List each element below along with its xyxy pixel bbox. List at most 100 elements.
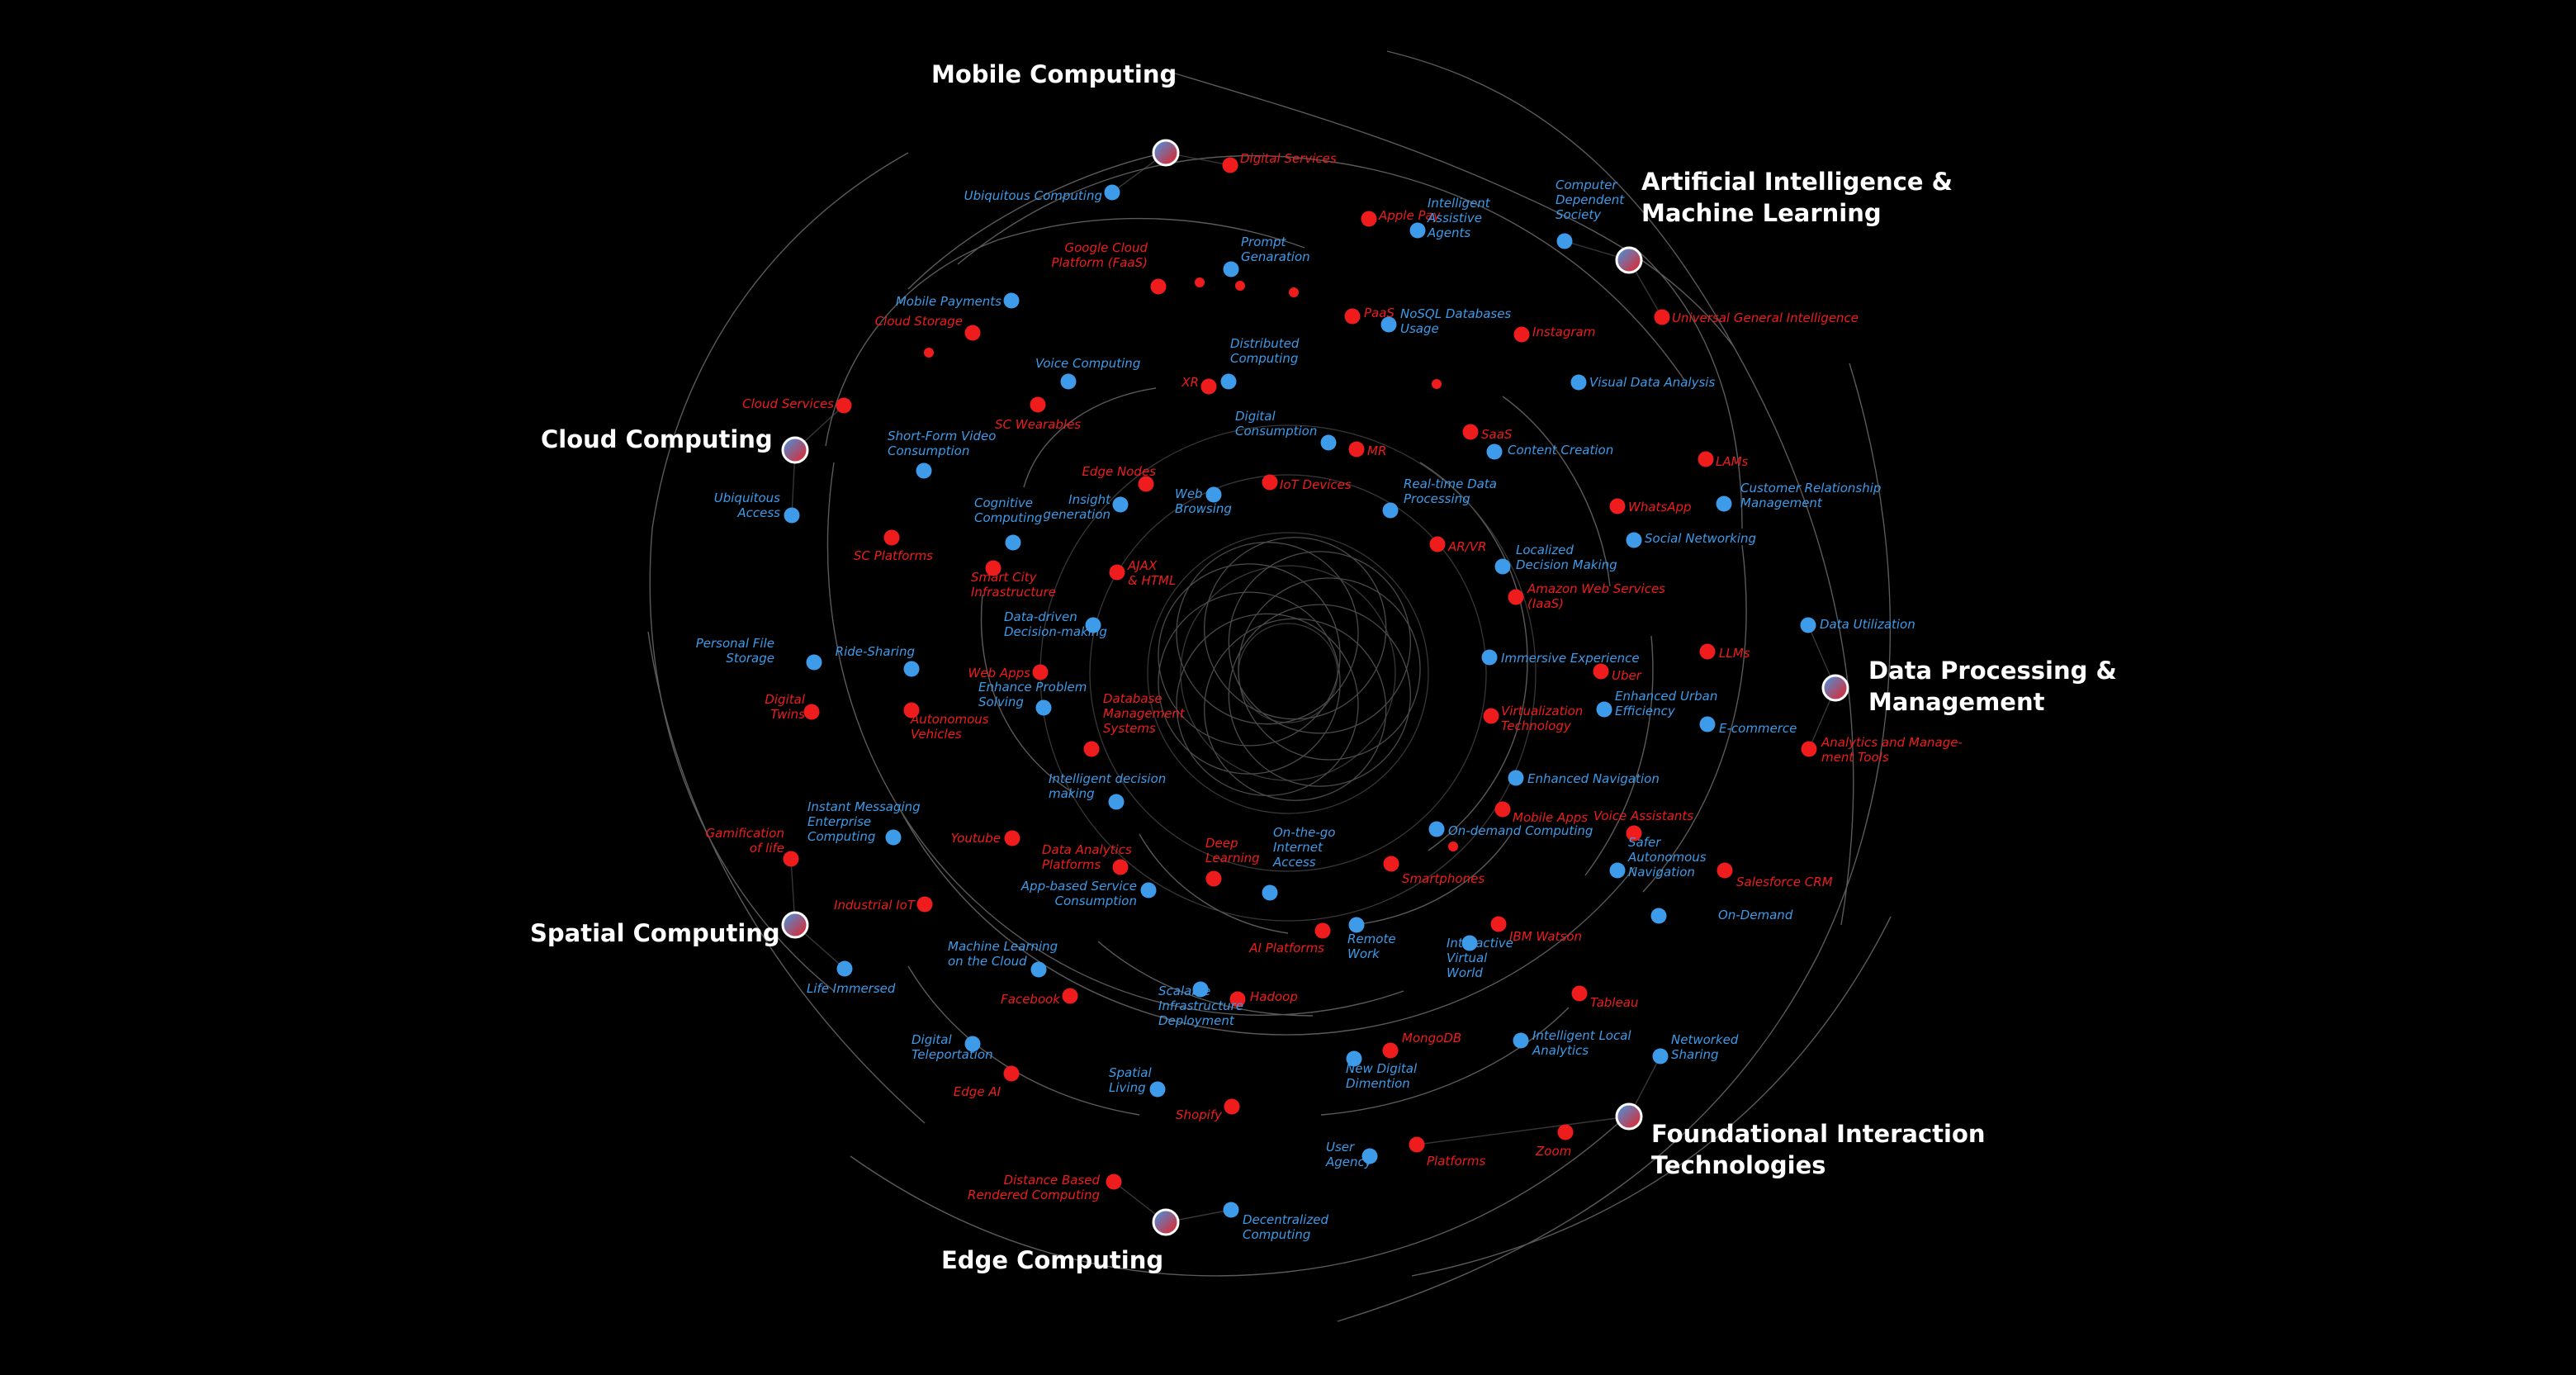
node-label: Platforms: [1427, 1154, 1486, 1169]
node-saas: SaaS: [1462, 424, 1513, 442]
blue-node-dot: [1346, 1050, 1362, 1067]
node-voice-computing: Voice Computing: [1035, 356, 1140, 390]
red-node-dot: [1004, 830, 1020, 846]
node-label: Assistive: [1427, 211, 1482, 225]
red-node-dot: [803, 704, 820, 720]
node-label: Technology: [1501, 718, 1572, 733]
node-label: Ubiquitous Computing: [964, 188, 1102, 203]
hub-circle: [1152, 1208, 1180, 1236]
node-label: Short-Form Video: [888, 429, 996, 443]
guide-curve: [1584, 635, 1654, 876]
node-label: Analytics and Manage-: [1821, 735, 1963, 750]
red-node-dot: [1262, 474, 1278, 491]
red-node-dot: [916, 896, 933, 913]
hub-circle: [781, 436, 809, 464]
node-label: Prompt: [1241, 235, 1287, 249]
blue-node-dot: [1112, 496, 1129, 513]
node-label: Management: [1103, 706, 1186, 721]
blue-node-dot: [1800, 617, 1816, 633]
node-label: making: [1049, 786, 1095, 801]
red-node-dot: [1383, 856, 1399, 872]
guide-curve: [826, 462, 1404, 1016]
node-label: Life Immersed: [807, 981, 896, 996]
node-label: SC Platforms: [854, 548, 933, 563]
node-amazon-web-services-iaas: Amazon Web Services(IaaS): [1508, 581, 1665, 611]
node-platforms: Platforms: [1409, 1136, 1486, 1169]
node-label: Storage: [726, 651, 774, 666]
blue-node-dot: [1409, 222, 1426, 239]
node-label: AI Platforms: [1248, 941, 1324, 955]
node-label: Processing: [1404, 491, 1470, 506]
node-label: Social Networking: [1645, 531, 1756, 546]
red-node-dot: [1222, 157, 1238, 173]
node-label: Enhanced Urban: [1615, 689, 1717, 704]
node-label: MR: [1367, 443, 1386, 458]
category-label: Cloud Computing: [541, 425, 773, 453]
node-label: Personal File: [696, 636, 774, 651]
node-label: NoSQL Databases: [1400, 306, 1511, 321]
connector-dot: [1432, 379, 1442, 389]
node-label: Cloud Services: [742, 396, 834, 411]
node-sc-platforms: SC Platforms: [854, 529, 933, 563]
node-label: Digital: [765, 692, 805, 707]
blue-node-dot: [1149, 1081, 1166, 1098]
node-label: Real-time Data: [1404, 477, 1497, 491]
guide-curve: [1097, 941, 1314, 1017]
red-node-dot: [1083, 741, 1100, 757]
node-label: PaaS: [1364, 306, 1395, 320]
node-facebook: Facebook: [1001, 988, 1078, 1007]
node-label: Internet: [1273, 840, 1324, 855]
node-label: Enterprise: [807, 814, 871, 829]
connector-dot: [1235, 281, 1245, 291]
node-label: Solving: [978, 695, 1024, 709]
blue-node-dot: [1626, 532, 1642, 548]
node-mr: MR: [1348, 441, 1386, 458]
blue-node-dot: [1428, 821, 1445, 837]
blue-node-dot: [1556, 233, 1573, 249]
node-sc-wearables: SC Wearables: [995, 396, 1081, 432]
blue-node-dot: [916, 462, 932, 479]
node-label: Data-driven: [1004, 609, 1077, 624]
guide-curve: [1320, 1007, 1570, 1116]
node-label: Decision Making: [1516, 557, 1617, 572]
red-node-dot: [1062, 988, 1078, 1004]
red-node-dot: [1462, 424, 1479, 440]
node-label: LAMs: [1716, 454, 1749, 469]
red-node-dot: [1508, 589, 1524, 605]
node-label: Work: [1347, 946, 1380, 961]
node-lams: LAMs: [1698, 451, 1749, 469]
node-label: MongoDB: [1402, 1031, 1461, 1045]
node-label: Apple Pay: [1378, 208, 1442, 223]
node-label: Enhanced Navigation: [1527, 771, 1660, 786]
guide-curve: [649, 152, 909, 992]
red-node-dot: [1409, 1136, 1425, 1153]
center-ring: [1238, 623, 1338, 723]
node-label: Data Utilization: [1820, 617, 1915, 632]
node-label: Immersive Experience: [1501, 651, 1640, 666]
node-salesforce-crm: Salesforce CRM: [1717, 862, 1833, 889]
red-node-dot: [1030, 396, 1046, 413]
node-label: Genaration: [1241, 249, 1310, 264]
node-content-creation: Content Creation: [1486, 443, 1613, 460]
node-label: Computing: [1230, 351, 1298, 366]
red-node-dot: [1698, 451, 1714, 467]
red-node-dot: [1032, 664, 1049, 680]
guide-curve: [1353, 833, 1512, 926]
red-node-dot: [1224, 1098, 1240, 1115]
node-label: Digital Services: [1240, 151, 1337, 166]
blue-node-dot: [1035, 699, 1052, 716]
node-ride-sharing: Ride-Sharing: [836, 644, 920, 677]
